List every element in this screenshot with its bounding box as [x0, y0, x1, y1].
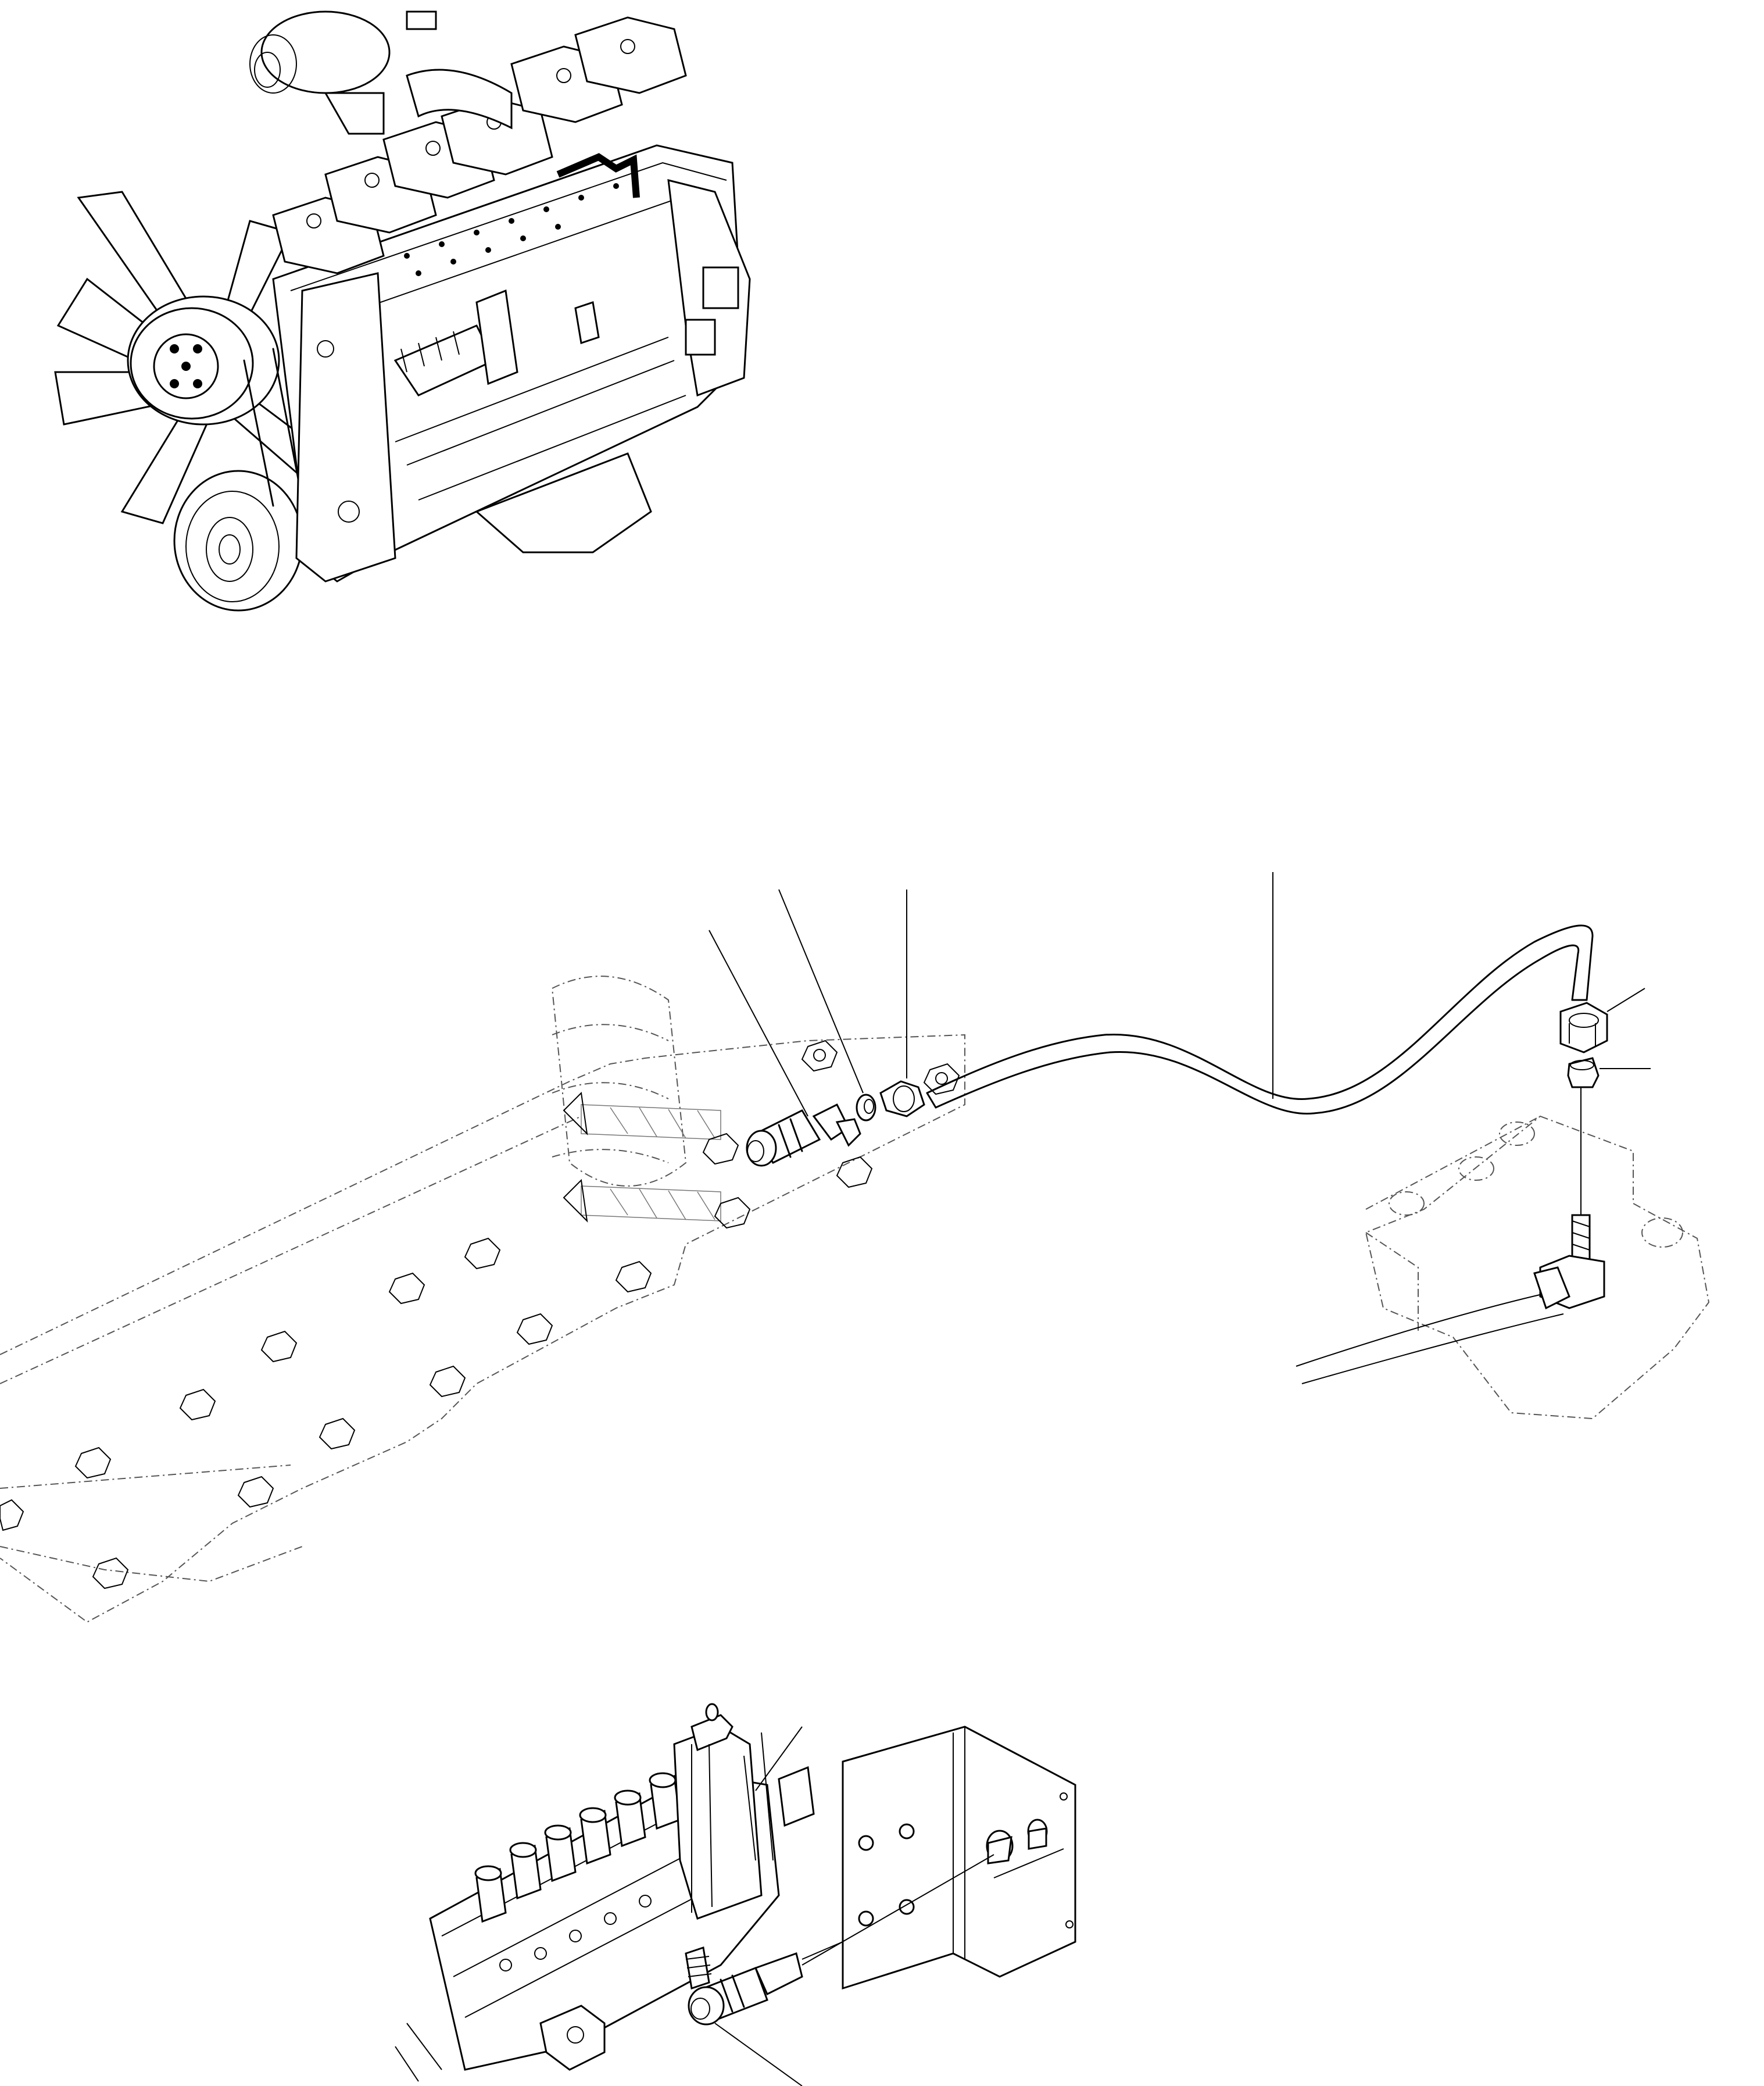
injection-pump-small	[393, 289, 600, 397]
manifold-bolts	[0, 1040, 960, 1589]
bolt	[0, 1499, 24, 1531]
bolt	[260, 1330, 298, 1363]
flywheel-housing	[667, 179, 751, 397]
injection-pump	[395, 1703, 815, 2082]
bolt	[702, 1133, 739, 1165]
sensor-fitting	[746, 1103, 861, 1167]
pipe-nut-left	[879, 1080, 925, 1117]
callout-leaders	[709, 872, 1651, 1117]
highlighted-pipe	[556, 153, 640, 198]
seal-ring	[856, 1094, 876, 1121]
bolt	[801, 1040, 838, 1072]
turbocharger	[249, 10, 513, 135]
turbo-mount	[1296, 1115, 1710, 1420]
bracket-callout-leaders	[714, 1726, 803, 2086]
solenoid-sensor	[688, 1941, 843, 2026]
engine-overview	[54, 10, 751, 612]
bolt	[319, 1417, 356, 1450]
bolt	[429, 1365, 466, 1398]
bolt	[388, 1272, 425, 1305]
bolt	[179, 1388, 216, 1421]
mounting-bracket	[842, 1726, 1076, 1990]
crank-pulley	[173, 470, 303, 612]
bolt	[714, 1196, 751, 1229]
bolt	[237, 1476, 274, 1508]
bolt	[615, 1260, 652, 1293]
pipe	[926, 924, 1594, 1115]
exhaust-manifold	[0, 976, 965, 1623]
head-bolts	[404, 183, 619, 276]
bolt	[92, 1557, 129, 1589]
bolt	[516, 1313, 553, 1345]
pipe-nut-right	[1559, 1002, 1608, 1053]
delivery-valves	[474, 1772, 681, 1923]
fan-pulley	[127, 295, 280, 426]
valve-covers	[272, 16, 687, 274]
exhaust-manifold-pipe-detail	[0, 872, 1710, 1623]
bolt	[464, 1237, 501, 1270]
bolt	[74, 1446, 112, 1479]
injection-pump-bracket-detail	[395, 1703, 1076, 2086]
bolt	[923, 1063, 960, 1095]
seal-ring-right	[1567, 1057, 1600, 1088]
bolt	[836, 1156, 873, 1188]
bracket-axis	[802, 1854, 994, 1966]
